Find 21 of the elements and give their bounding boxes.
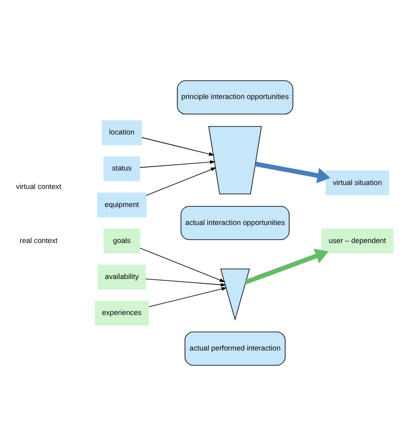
node-box: equipment <box>97 192 147 218</box>
arrow <box>140 160 216 168</box>
node-box: goals <box>103 228 140 254</box>
arrow <box>255 162 330 184</box>
arrow <box>245 248 328 284</box>
arrow <box>140 248 226 282</box>
node-box: user – dependent <box>321 228 394 254</box>
node-box: principle interaction opportunities <box>176 80 294 114</box>
node-box: experiences <box>94 300 149 326</box>
arrow <box>141 137 214 156</box>
label: virtual context <box>16 182 62 191</box>
node-box: actual performed interaction <box>184 332 286 366</box>
label: real context <box>20 236 58 245</box>
node-box: actual interaction opportunities <box>180 206 290 240</box>
arrow <box>146 167 216 196</box>
node-box: virtual situation <box>326 170 390 196</box>
node-box: location <box>102 120 142 146</box>
arrow <box>145 278 226 287</box>
node-box: status <box>103 156 140 182</box>
arrow <box>148 287 227 308</box>
node-box: availability <box>98 264 146 290</box>
